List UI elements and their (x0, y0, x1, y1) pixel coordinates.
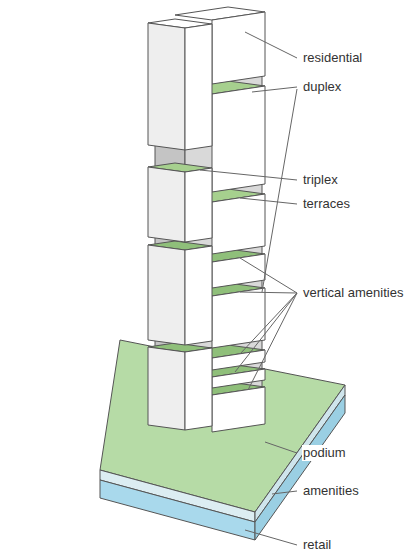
leader-line (252, 87, 297, 92)
tower-block (212, 387, 265, 432)
leader-line (200, 170, 297, 180)
leader-line (262, 89, 297, 292)
leader-line (272, 491, 297, 494)
tower-block (185, 24, 212, 150)
callout-label: residential (302, 50, 363, 66)
podium (100, 340, 345, 540)
retail-band (100, 480, 255, 540)
tower-block (212, 12, 265, 84)
callout-label: podium (302, 445, 347, 461)
tower-block (212, 254, 265, 288)
tower-block (212, 288, 265, 348)
tower-block (148, 245, 185, 345)
leader-line (235, 293, 297, 372)
callout-label: amenities (302, 483, 360, 499)
leader-line (240, 293, 297, 354)
leader-lines (200, 32, 297, 545)
leader-line (240, 292, 297, 293)
retail-band (255, 395, 345, 540)
tower-block (148, 167, 185, 242)
tower-block (185, 246, 212, 345)
callout-label: triplex (302, 172, 339, 188)
leader-line (245, 32, 297, 58)
tower-block (185, 168, 212, 242)
tower-block (212, 194, 265, 254)
leader-line (240, 198, 297, 204)
leader-line (248, 293, 297, 390)
callout-label: terraces (302, 196, 351, 212)
callout-label: retail (302, 537, 332, 553)
leader-line (245, 530, 297, 545)
leader-line (265, 442, 297, 453)
callout-label: vertical amenities (302, 285, 404, 301)
tower-block (148, 23, 185, 150)
callout-label: duplex (302, 79, 342, 95)
tower-block (148, 347, 185, 430)
tower-block (185, 348, 212, 430)
tower (148, 7, 265, 432)
leader-line (240, 258, 297, 293)
